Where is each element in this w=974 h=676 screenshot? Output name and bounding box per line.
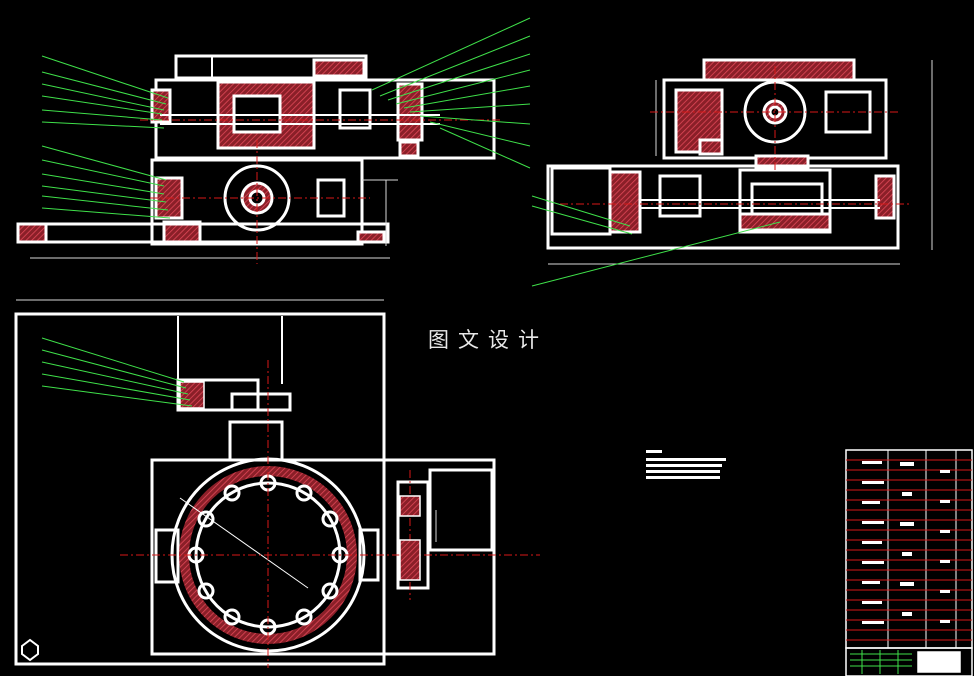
top-view-leader-lines: [41, 337, 193, 407]
top-view: [14, 299, 540, 668]
front-section-view: [16, 54, 500, 264]
top-view-hatched-parts: [179, 381, 421, 581]
parts-list-table: [845, 449, 973, 649]
side-section-view: [546, 58, 933, 265]
front-view-leader-lines: [41, 17, 531, 219]
watermark-text: 图文设计: [428, 328, 548, 352]
title-block: [845, 647, 973, 676]
technical-notes-block: [646, 450, 726, 479]
side-view-leader-lines: [531, 195, 781, 287]
